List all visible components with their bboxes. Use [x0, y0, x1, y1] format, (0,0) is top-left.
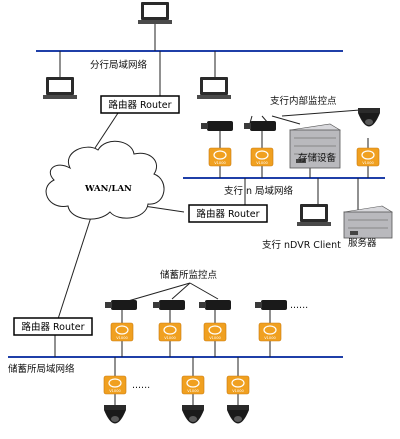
bullet-camera-icon	[199, 300, 231, 310]
ellipsis-dots: ......	[132, 380, 150, 391]
sub-monitor-label: 支行内部监控点	[270, 95, 337, 107]
server-icon	[343, 205, 393, 239]
sub-router-label: 路由器 Router	[196, 208, 259, 220]
cloud-icon	[45, 140, 165, 220]
nvr-client-label: 支行 nDVR Client	[262, 239, 341, 251]
dvr-storage-icon	[289, 123, 341, 169]
monitor-icon	[138, 2, 172, 24]
encoder-tag: V1000	[116, 336, 128, 340]
encoder-icon: V1000	[250, 147, 274, 167]
wan-label: WAN/LAN	[84, 184, 132, 194]
encoder-icon: V1000	[208, 147, 232, 167]
branch-lan-label: 分行局域网络	[90, 59, 148, 71]
bullet-camera-icon	[153, 300, 185, 310]
encoder-tag: V1000	[187, 389, 199, 393]
encoder-tag: V1000	[264, 336, 276, 340]
dome-camera-icon	[227, 405, 249, 424]
encoder-icon: V1000	[356, 147, 380, 167]
encoder-tag: V1000	[256, 161, 268, 165]
monitor-icon	[43, 77, 77, 99]
encoder-tag: V1000	[232, 389, 244, 393]
encoder-tag: V1000	[109, 389, 121, 393]
encoder-icon: V1000	[181, 375, 205, 395]
encoder-tag: V1000	[164, 336, 176, 340]
encoder-icon: V1000	[103, 375, 127, 395]
storage-label: 存储设备	[298, 152, 337, 164]
bullet-camera-icon	[244, 121, 276, 131]
dome-camera-icon	[182, 405, 204, 424]
encoder-tag: V1000	[362, 161, 374, 165]
encoder-icon: V1000	[203, 322, 227, 342]
wires	[54, 24, 369, 405]
monitor-icon	[297, 204, 331, 226]
vault-lan-label: 储蓄所局域网络	[8, 363, 75, 375]
vault-monitor-label: 储蓄所监控点	[160, 269, 218, 281]
encoder-icon: V1000	[258, 322, 282, 342]
dome-camera-icon	[104, 405, 126, 424]
monitor-icon	[197, 77, 231, 99]
branch-router: 路由器 Router	[100, 95, 180, 114]
ellipsis-dots: ......	[290, 300, 308, 311]
encoder-icon: V1000	[110, 322, 134, 342]
encoder-icon: V1000	[158, 322, 182, 342]
branch-router-label: 路由器 Router	[108, 99, 171, 111]
sub-lan-label: 支行 n 局域网络	[224, 185, 294, 197]
bullet-camera-icon	[201, 121, 233, 131]
server-label: 服务器	[348, 237, 377, 249]
sub-router: 路由器 Router	[188, 204, 268, 223]
bullet-camera-icon	[105, 300, 137, 310]
vault-router: 路由器 Router	[13, 317, 93, 336]
encoder-icon: V1000	[226, 375, 250, 395]
encoder-tag: V1000	[209, 336, 221, 340]
vault-router-label: 路由器 Router	[21, 321, 84, 333]
encoder-tag: V1000	[214, 161, 226, 165]
bullet-camera-icon	[255, 300, 287, 310]
dome-camera-icon	[358, 108, 380, 127]
